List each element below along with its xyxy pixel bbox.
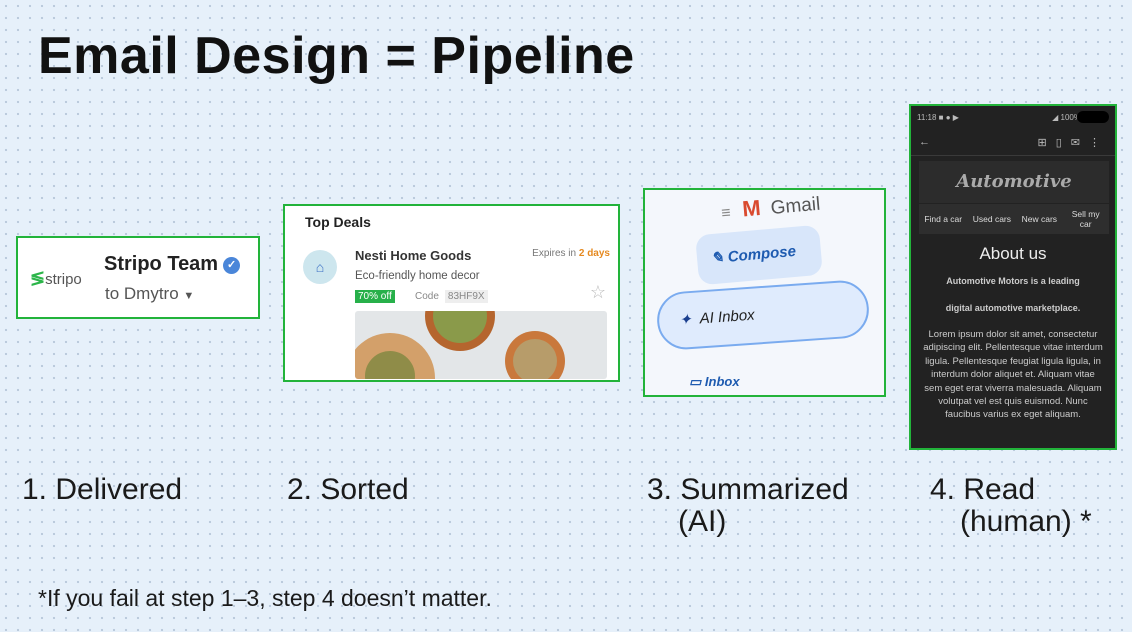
lead-line-1: Automotive Motors is a leading bbox=[946, 276, 1080, 286]
stripo-logo: ≶stripo bbox=[30, 268, 82, 288]
step-3-sublabel: (AI) bbox=[678, 505, 727, 538]
pencil-icon: ✎ bbox=[710, 249, 725, 268]
deal-description: Eco-friendly home decor bbox=[355, 270, 480, 282]
step-2-label: 2. Sorted bbox=[287, 473, 409, 506]
slide-title: Email Design = Pipeline bbox=[38, 27, 635, 85]
inbox-icon: ▭ bbox=[689, 374, 702, 389]
shop-name: Nesti Home Goods bbox=[355, 248, 472, 263]
camera-cutout bbox=[1077, 111, 1109, 123]
gmail-logo-icon: M bbox=[741, 194, 762, 222]
star-icon: ☆ bbox=[589, 282, 606, 302]
footnote: *If you fail at step 1–3, step 4 doesn’t… bbox=[38, 585, 492, 611]
verified-badge-icon: ✓ bbox=[223, 257, 241, 274]
chevron-down-icon: ▼ bbox=[183, 290, 195, 302]
toolbar-action-icons: ⊞▯✉⋮ bbox=[1037, 137, 1109, 149]
nav-item: New cars bbox=[1021, 214, 1058, 224]
expiry: Expires in 2 days bbox=[532, 248, 610, 259]
body-text: Lorem ipsum dolor sit amet, consectetur … bbox=[923, 329, 1103, 421]
sender-name: Stripo Team✓ bbox=[104, 253, 241, 276]
discount-badge: 70% off bbox=[355, 290, 395, 303]
ai-inbox-item: ✦AI Inbox bbox=[655, 278, 871, 352]
back-arrow-icon: ← bbox=[919, 136, 930, 148]
section-title: Top Deals bbox=[305, 214, 371, 230]
signal-icon: ◢ bbox=[1052, 113, 1059, 122]
step-4-sublabel: (human) * bbox=[960, 505, 1092, 538]
inbox-item: ▭ Inbox bbox=[689, 374, 740, 389]
menu-icon: ≡ bbox=[720, 204, 732, 223]
nav-item: Sell my car bbox=[1071, 209, 1100, 229]
compose-button: ✎ Compose bbox=[695, 224, 823, 286]
brand-logo: Automotive bbox=[919, 161, 1109, 203]
shop-icon: ⌂ bbox=[303, 250, 337, 284]
read-screenshot: 11:18 ■ ● ▶◢ 100% ← ⊞▯✉⋮ Automotive Find … bbox=[909, 104, 1117, 450]
sparkle-inbox-icon: ✦ bbox=[678, 311, 693, 329]
sorted-screenshot: Top Deals ⌂ Nesti Home Goods Expires in … bbox=[283, 204, 620, 382]
status-bar: 11:18 ■ ● ▶◢ 100% bbox=[917, 113, 1081, 122]
step-3-label: 3. Summarized bbox=[647, 473, 849, 506]
plants-image bbox=[355, 311, 607, 379]
lead-line-2: digital automotive marketplace. bbox=[945, 303, 1081, 313]
email-nav: Find a car Used cars New cars Sell my car bbox=[919, 204, 1109, 234]
nav-item: Find a car bbox=[924, 214, 963, 224]
recipient: to Dmytro ▼ bbox=[105, 284, 195, 303]
delivered-screenshot: ≶stripo Stripo Team✓ to Dmytro ▼ bbox=[16, 236, 260, 319]
step-1-label: 1. Delivered bbox=[22, 473, 183, 506]
step-4-label: 4. Read bbox=[930, 473, 1036, 506]
mail-toolbar: ← ⊞▯✉⋮ bbox=[911, 134, 1115, 156]
nav-item: Used cars bbox=[972, 214, 1011, 224]
about-heading: About us bbox=[979, 244, 1047, 263]
